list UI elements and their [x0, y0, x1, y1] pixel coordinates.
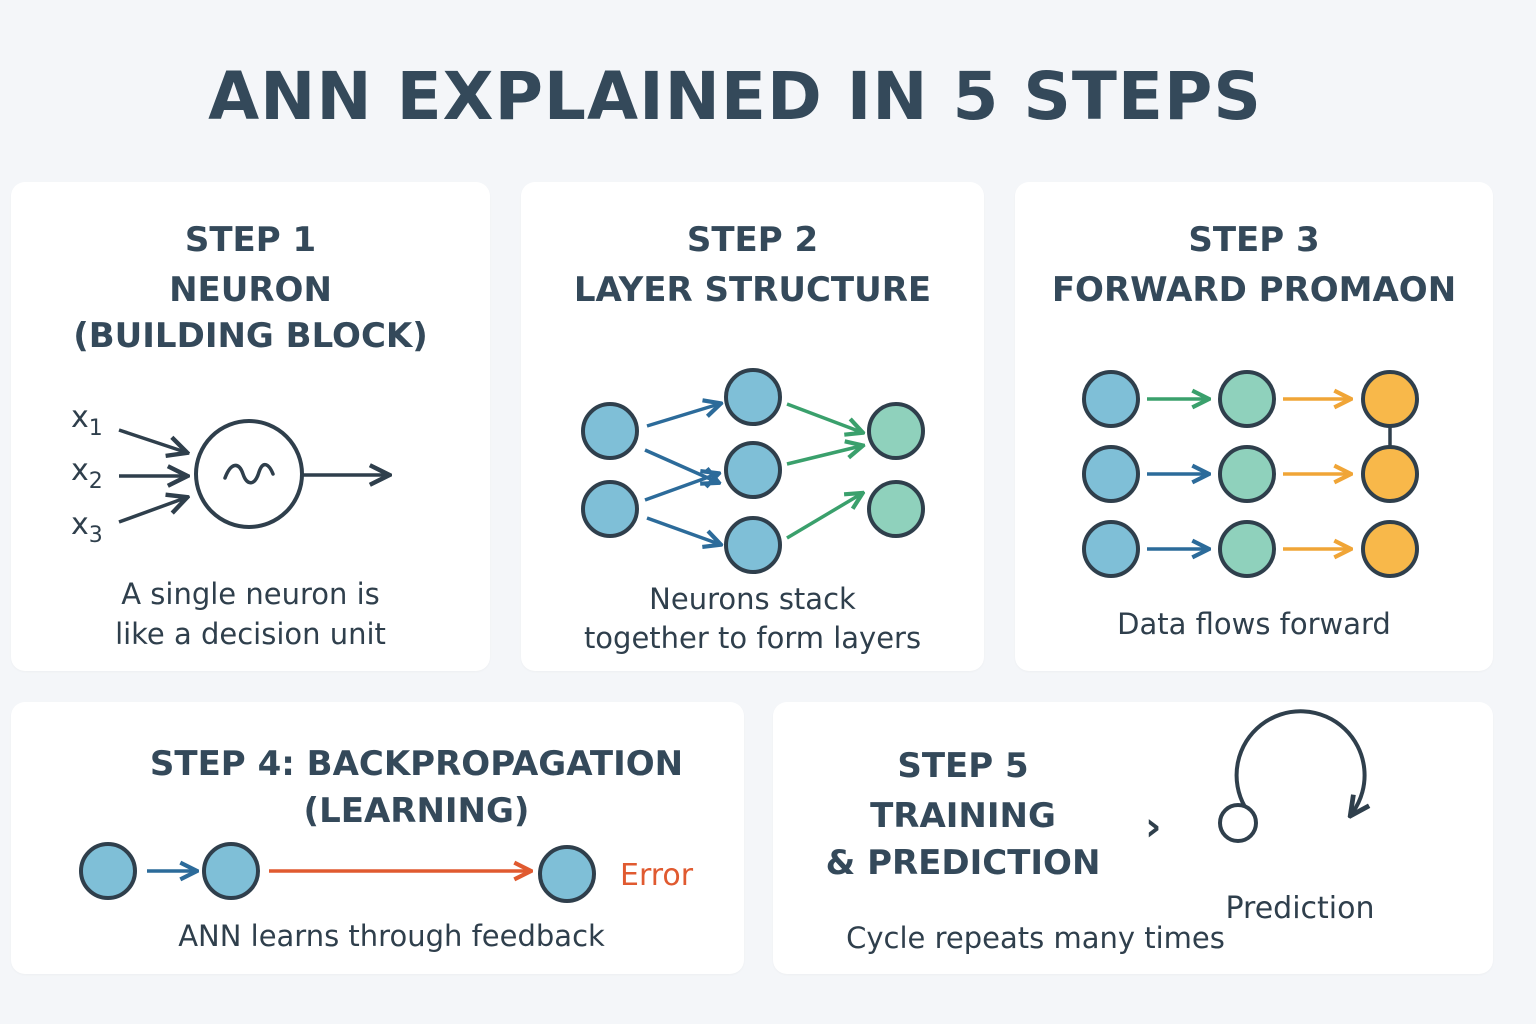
- input-x2-label: x2: [71, 453, 103, 494]
- hidden-node-r3: [1218, 520, 1276, 578]
- step4-title: STEP 4: BACKPROPAGATION: [149, 744, 684, 784]
- activation-wave-icon: [223, 462, 275, 485]
- training-cycle-diagram: › Prediction: [1145, 709, 1375, 926]
- step3-card: STEP 3 FORWARD PROMAON Data flo: [1015, 182, 1493, 671]
- hidden-node-1: [724, 368, 782, 426]
- input-arrow-1: [118, 428, 185, 452]
- step1-caption-line2: like a decision unit: [115, 617, 386, 651]
- step5-label: STEP 5: [897, 746, 1029, 786]
- step1-card: STEP 1 NEURON (BUILDING BLOCK) x1 x2 x3 …: [11, 182, 490, 671]
- edge-h2-o1: [786, 446, 861, 466]
- hidden-node-r1: [1218, 370, 1276, 428]
- step4-caption: ANN learns through feedback: [178, 919, 605, 953]
- backprop-node-1: [79, 842, 137, 900]
- step5-card: STEP 5 TRAINING & PREDICTION › Predictio…: [773, 702, 1493, 974]
- output-node-r3: [1361, 520, 1419, 578]
- step1-subtitle: (BUILDING BLOCK): [73, 316, 428, 356]
- layer-diagram: [581, 368, 925, 574]
- input-node-r1: [1082, 370, 1140, 428]
- chevron-right-icon: ›: [1145, 804, 1161, 850]
- edge-h1-o1: [786, 402, 861, 432]
- step5-subtitle: & PREDICTION: [825, 843, 1101, 883]
- cycle-arrow-icon: [1234, 709, 1365, 812]
- edge-i1-h1: [646, 404, 719, 428]
- input-x1-label: x1: [71, 400, 103, 441]
- neuron-circle: [194, 419, 304, 529]
- input-node-r3: [1082, 520, 1140, 578]
- edge-i2-h2: [644, 474, 717, 502]
- step5-title: TRAINING: [870, 796, 1056, 836]
- step3-caption: Data flows forward: [1117, 607, 1391, 641]
- step3-label: STEP 3: [1188, 220, 1320, 260]
- step1-title: NEURON: [169, 270, 332, 310]
- hidden-node-3: [724, 516, 782, 574]
- output-node-r2: [1361, 445, 1419, 503]
- output-node-1: [867, 402, 925, 460]
- input-node-1: [581, 402, 639, 460]
- hidden-node-r2: [1218, 445, 1276, 503]
- forward-diagram: [1082, 370, 1419, 578]
- output-node-2: [867, 480, 925, 538]
- input-x3-label: x3: [71, 507, 103, 548]
- backprop-diagram: Error: [79, 842, 694, 903]
- step2-title: LAYER STRUCTURE: [573, 270, 932, 310]
- step4-subtitle: (LEARNING): [303, 791, 530, 831]
- backprop-node-3: [538, 845, 596, 903]
- page-title: ANN EXPLAINED IN 5 STEPS: [208, 58, 1262, 135]
- error-label: Error: [620, 858, 694, 893]
- step1-label: STEP 1: [184, 220, 317, 260]
- neuron-diagram: x1 x2 x3: [71, 400, 490, 548]
- step2-label: STEP 2: [686, 220, 819, 260]
- input-node-r2: [1082, 445, 1140, 503]
- step4-card: STEP 4: BACKPROPAGATION (LEARNING) Error…: [11, 702, 744, 974]
- input-arrow-3: [118, 498, 185, 524]
- edge-i2-h3: [646, 516, 719, 544]
- step5-caption: Cycle repeats many times: [846, 921, 1225, 955]
- step1-caption-line1: A single neuron is: [121, 577, 380, 611]
- edge-h3-o2: [786, 494, 861, 540]
- prediction-label: Prediction: [1225, 891, 1374, 926]
- step2-caption-line2: together to form layers: [583, 621, 922, 655]
- step2-caption-line1: Neurons stack: [649, 582, 856, 616]
- output-node-r1: [1361, 370, 1419, 428]
- cycle-start-node: [1218, 803, 1258, 843]
- step2-card: STEP 2 LAYER STRUCTURE Neurons stack tog…: [521, 182, 984, 671]
- input-node-2: [581, 480, 639, 538]
- hidden-node-2: [724, 441, 782, 499]
- backprop-node-2: [202, 842, 260, 900]
- step3-title: FORWARD PROMAON: [1051, 270, 1457, 310]
